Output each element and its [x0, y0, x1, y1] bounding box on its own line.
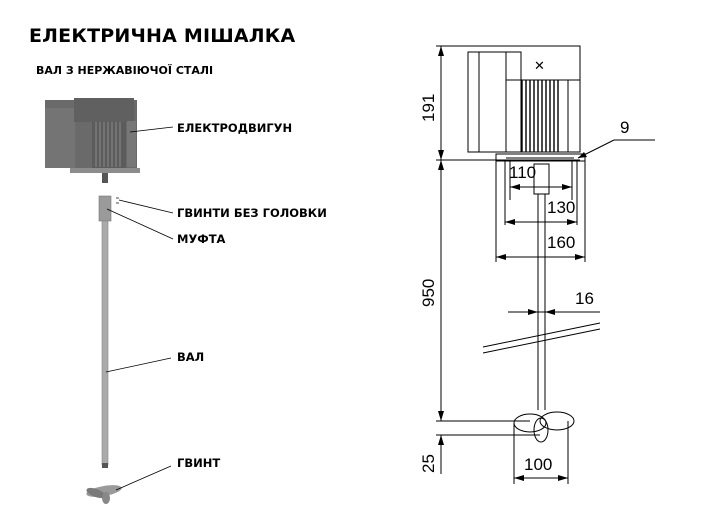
page-title: ЕЛЕКТРИЧНА МІШАЛКА [29, 25, 296, 47]
dim-shaft-length: 950 [419, 279, 438, 307]
dim-flange-width: 160 [547, 233, 575, 252]
label-shaft: ВАЛ [177, 350, 205, 364]
dimension-arrows [438, 46, 587, 481]
dim-propeller-diameter: 100 [524, 455, 552, 474]
dim-mid-width: 130 [547, 198, 575, 217]
brand-logo-icon: ✕ [534, 59, 545, 74]
dim-shaft-diameter: 16 [575, 289, 594, 308]
dim-propeller-height: 25 [419, 454, 438, 473]
technical-drawing [436, 45, 655, 484]
dim-motor-height: 191 [419, 94, 438, 122]
label-set-screws: ГВИНТИ БЕЗ ГОЛОВКИ [177, 206, 327, 220]
leader-lines [105, 126, 174, 491]
dim-inner-width: 110 [509, 163, 536, 182]
dim-flange-thickness: 9 [620, 118, 629, 137]
page-subtitle: ВАЛ З НЕРЖАВІЮЧОЇ СТАЛІ [36, 64, 214, 77]
label-motor: ЕЛЕКТРОДВИГУН [177, 121, 293, 135]
label-propeller: ГВИНТ [177, 456, 221, 470]
coupling-illustration [98, 195, 112, 222]
propeller-illustration [86, 485, 122, 504]
label-coupling: МУФТА [177, 232, 226, 246]
motor-illustration [45, 98, 140, 183]
shaft-illustration [101, 220, 109, 466]
